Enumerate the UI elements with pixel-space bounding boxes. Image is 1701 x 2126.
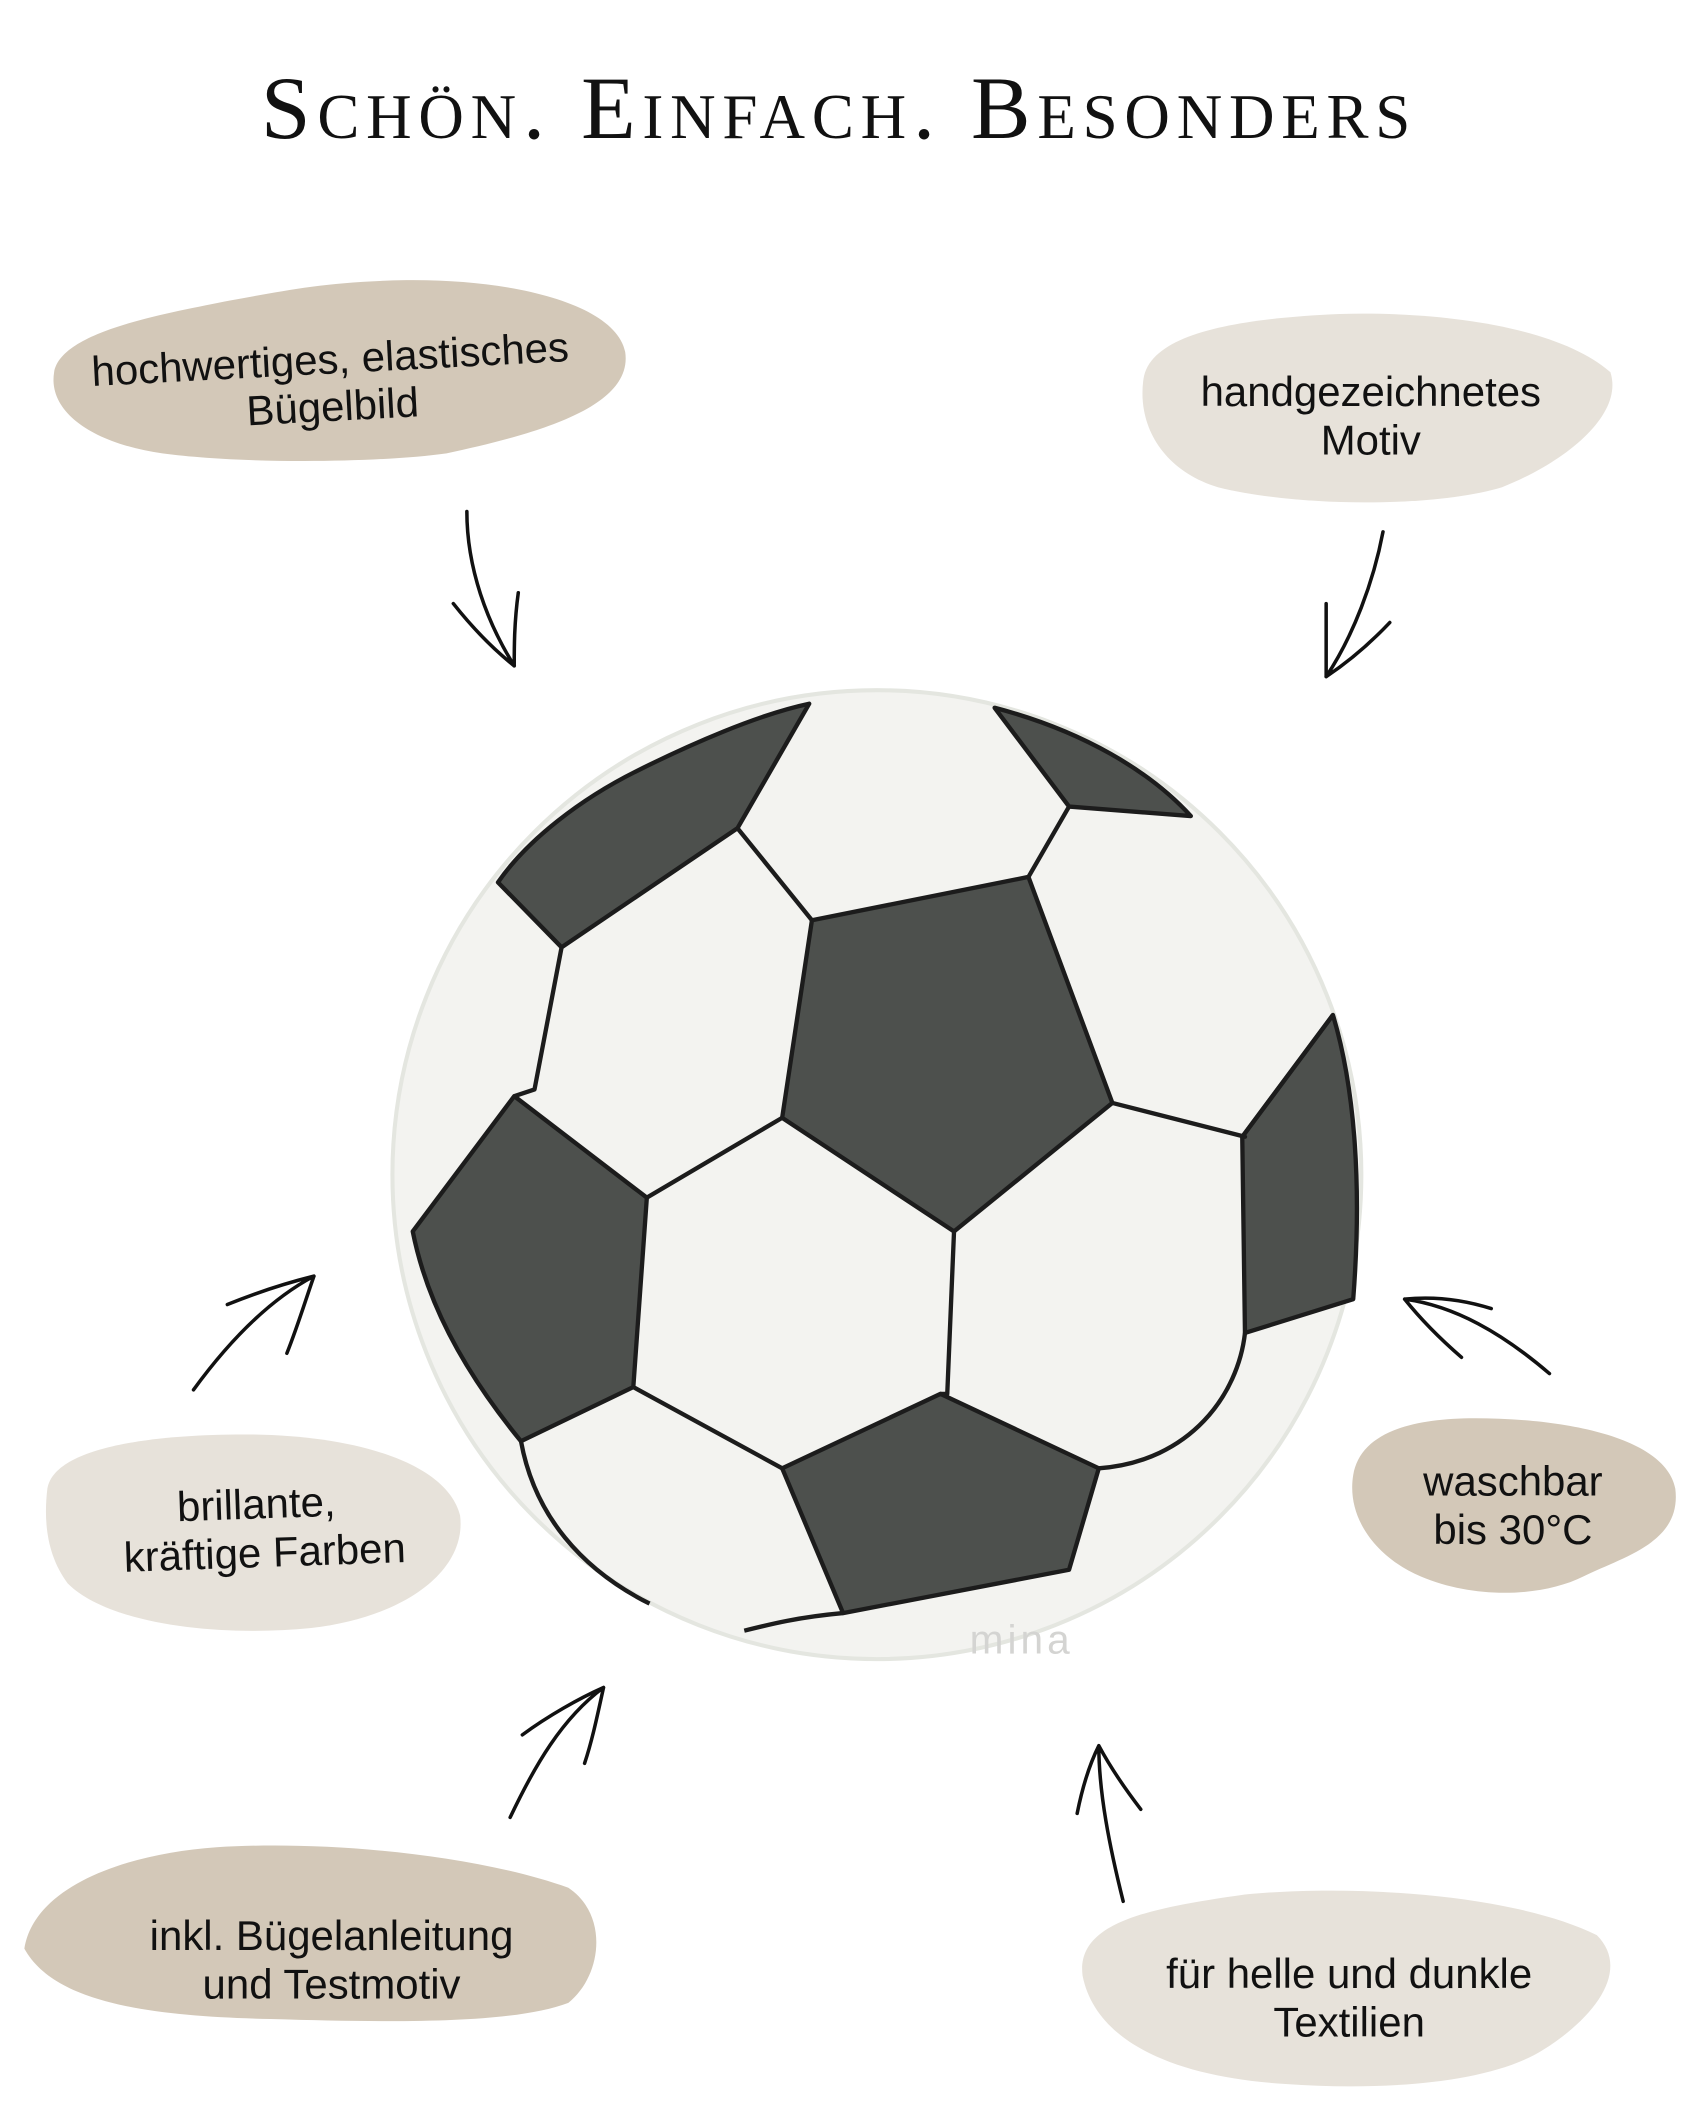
feature-text-line: Bügelbild [245, 378, 420, 434]
feature-bubble-colors: brillante, kräftige Farben [45, 1434, 461, 1631]
feature-text-line: inkl. Bügelanleitung [150, 1912, 514, 1959]
arrow-icon [508, 1685, 606, 1820]
feature-bubble-quality: hochwertiges, elastisches Bügelbild [53, 280, 626, 461]
watermark-logo: mina [970, 1617, 1074, 1663]
feature-text-line: brillante, [176, 1478, 336, 1531]
feature-text-line: Motiv [1321, 417, 1421, 464]
arrow-icon [191, 1274, 316, 1392]
feature-text-line: handgezeichnetes [1201, 368, 1541, 415]
feature-text-line: und Testmotiv [203, 1961, 461, 2008]
feature-text-line: waschbar [1422, 1457, 1603, 1504]
feature-text-line: bis 30°C [1433, 1506, 1592, 1553]
feature-bubble-instructions: inkl. Bügelanleitung und Testmotiv [24, 1845, 597, 2022]
arrow-icon [451, 509, 521, 668]
feature-bubble-handdrawn: handgezeichnetes Motiv [1142, 313, 1613, 503]
arrow-icon [1075, 1743, 1143, 1904]
soccer-ball-illustration: mina [390, 688, 1364, 1663]
page-title: Schön. Einfach. Besonders [261, 59, 1417, 158]
feature-text-line: Textilien [1273, 1999, 1425, 2046]
arrow-icon [1324, 530, 1392, 679]
feature-bubble-washable: waschbar bis 30°C [1352, 1418, 1676, 1593]
arrow-icon [1402, 1296, 1552, 1376]
feature-bubble-textiles: für helle und dunkle Textilien [1082, 1890, 1611, 2087]
feature-text-line: kräftige Farben [123, 1524, 407, 1581]
feature-text-line: für helle und dunkle [1166, 1950, 1532, 1997]
